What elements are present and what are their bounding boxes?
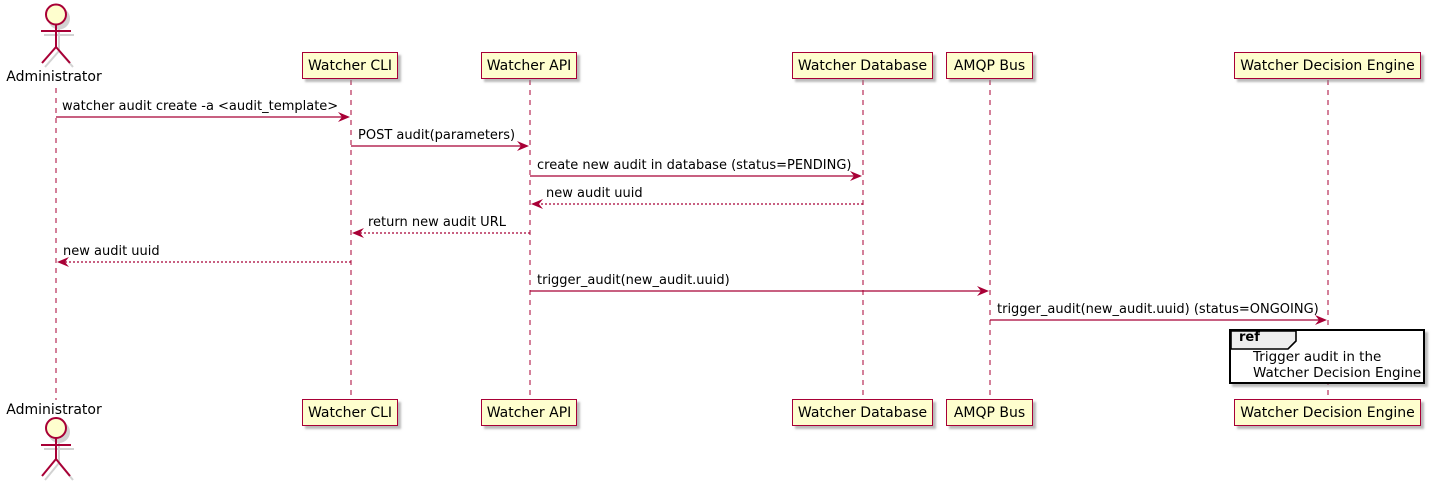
message-label-3: create new audit in database (status=PEN… <box>537 158 852 173</box>
participant-top-watcher-database: Watcher Database <box>792 52 933 79</box>
participant-label: Watcher Database <box>797 57 928 74</box>
participant-label: Watcher CLI <box>307 404 393 421</box>
actor-label-administrator-bottom: Administrator <box>6 402 102 418</box>
participant-label: AMQP Bus <box>953 57 1026 74</box>
message-arrow-2 <box>351 141 529 151</box>
message-arrow-7 <box>530 286 989 296</box>
participant-label: Watcher API <box>486 404 572 421</box>
participant-label: AMQP Bus <box>953 404 1026 421</box>
message-label-7: trigger_audit(new_audit.uuid) <box>537 273 730 288</box>
message-label-8: trigger_audit(new_audit.uuid) (status=ON… <box>997 302 1319 317</box>
ref-header-pentagon: ref <box>1230 330 1302 354</box>
message-label-2: POST audit(parameters) <box>358 128 516 143</box>
actor-figure-bottom <box>41 417 74 481</box>
message-arrow-5 <box>352 228 530 238</box>
participant-label: Watcher Decision Engine <box>1240 57 1415 74</box>
ref-fragment: ref Trigger audit in the Watcher Decisio… <box>1229 329 1425 384</box>
participant-top-amqp-bus: AMQP Bus <box>946 52 1033 79</box>
actor-figure-top <box>41 3 74 68</box>
ref-text-line-1: Trigger audit in the <box>1253 349 1382 365</box>
ref-keyword: ref <box>1239 330 1260 345</box>
message-arrow-6 <box>57 257 351 267</box>
participant-label: Watcher API <box>486 57 572 74</box>
participant-top-watcher-cli: Watcher CLI <box>302 52 398 79</box>
message-arrow-1 <box>56 112 350 122</box>
participant-bottom-watcher-cli: Watcher CLI <box>302 399 398 426</box>
message-label-1: watcher audit create -a <audit_template> <box>62 99 339 114</box>
actor-head <box>45 3 67 26</box>
participant-label: Watcher CLI <box>307 57 393 74</box>
message-label-4: new audit uuid <box>546 186 643 201</box>
message-label-5: return new audit URL <box>368 215 506 230</box>
message-arrow-3 <box>530 171 862 181</box>
message-label-6: new audit uuid <box>63 244 160 259</box>
ref-text-line-2: Watcher Decision Engine <box>1253 364 1422 381</box>
participant-top-watcher-api: Watcher API <box>481 52 577 79</box>
participant-bottom-amqp-bus: AMQP Bus <box>946 399 1033 426</box>
participant-bottom-watcher-decision-engine: Watcher Decision Engine <box>1234 399 1421 426</box>
participant-bottom-watcher-database: Watcher Database <box>792 399 933 426</box>
participant-label: Watcher Decision Engine <box>1240 404 1415 421</box>
ref-text: Trigger audit in the Watcher Decision En… <box>1253 349 1422 381</box>
participant-top-watcher-decision-engine: Watcher Decision Engine <box>1234 52 1421 79</box>
participant-label: Watcher Database <box>797 404 928 421</box>
message-arrow-4 <box>531 199 863 209</box>
participant-bottom-watcher-api: Watcher API <box>481 399 577 426</box>
message-arrow-8 <box>990 315 1327 325</box>
actor-head <box>45 417 67 439</box>
lifelines <box>55 80 1329 400</box>
actor-label-administrator-top: Administrator <box>6 69 102 85</box>
